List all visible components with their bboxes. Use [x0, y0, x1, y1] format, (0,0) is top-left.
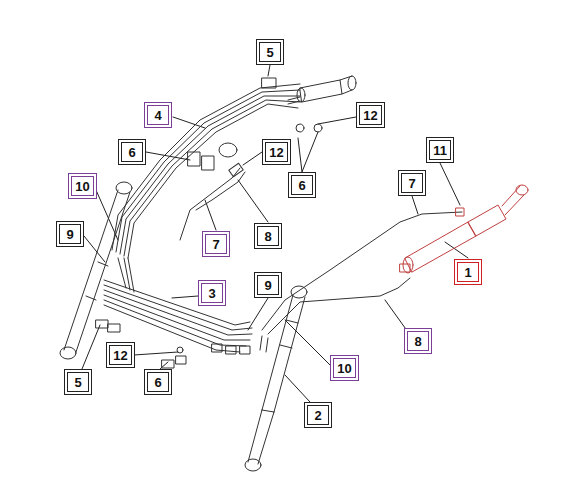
callout-box: 5 [256, 39, 284, 65]
callout-number: 12 [113, 349, 127, 362]
callout-box: 8 [404, 328, 432, 354]
callout-box: 10 [330, 355, 359, 381]
callout-number: 10 [75, 180, 89, 193]
callout-box: 5 [64, 369, 92, 395]
callout-number: 5 [74, 376, 81, 389]
callout-box: 6 [144, 369, 172, 395]
callout-number: 10 [337, 362, 351, 375]
clamps [96, 124, 322, 368]
callout-number: 12 [363, 109, 377, 122]
callout-box: 11 [426, 137, 454, 163]
leader-lines [82, 65, 468, 402]
callout-box: 12 [106, 342, 135, 368]
callout-number: 7 [408, 177, 415, 190]
callout-box: 4 [144, 102, 172, 128]
callout-number: 7 [212, 238, 219, 251]
callout-box: 9 [254, 272, 282, 298]
callout-box: 2 [304, 402, 332, 428]
callout-box: 12 [262, 139, 291, 165]
callout-box: 6 [288, 172, 316, 198]
crossbar-tubes [104, 258, 252, 354]
hose-bundle [112, 84, 300, 258]
callout-box: 6 [118, 139, 146, 165]
callout-box: 12 [356, 102, 385, 128]
callout-number: 11 [433, 144, 447, 157]
callout-box: 1 [454, 259, 482, 285]
callout-number: 8 [264, 230, 271, 243]
top-cylinder [262, 76, 356, 104]
right-upright-cylinder [245, 286, 307, 471]
callout-box: 7 [202, 231, 230, 257]
callout-box: 9 [56, 221, 84, 247]
callout-number: 12 [269, 146, 283, 159]
callout-number: 6 [128, 146, 135, 159]
callout-box: 8 [254, 223, 282, 249]
callout-number: 3 [208, 287, 215, 300]
callout-number: 4 [154, 109, 161, 122]
callout-number: 8 [414, 335, 421, 348]
callout-number: 5 [266, 46, 273, 59]
callout-box: 7 [398, 170, 426, 196]
callout-number: 6 [298, 179, 305, 192]
callout-number: 2 [314, 409, 321, 422]
callout-box: 10 [68, 173, 97, 199]
left-hoses [180, 163, 245, 240]
callout-box: 3 [198, 280, 226, 306]
callout-number: 9 [264, 279, 271, 292]
callout-number: 9 [66, 228, 73, 241]
callout-number: 6 [154, 376, 161, 389]
callout-number: 1 [464, 266, 471, 279]
